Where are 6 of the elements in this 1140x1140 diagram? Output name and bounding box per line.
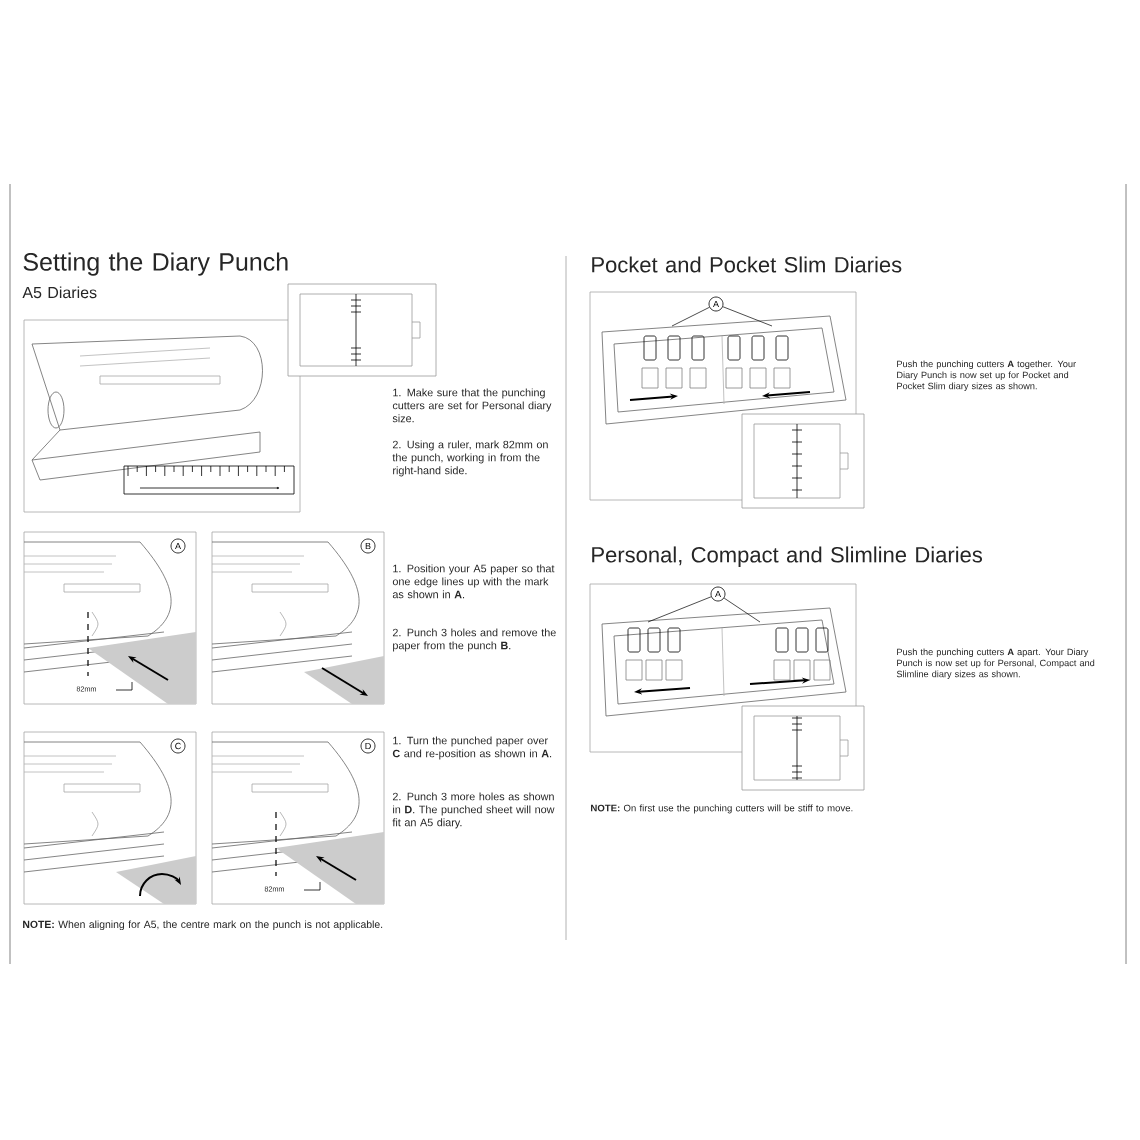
leader-line [647,596,712,623]
leader-line [723,597,761,623]
leader-line [671,306,710,327]
subheading: A5 Diaries [22,286,97,299]
section-heading: Setting the Diary Punch [23,252,288,276]
leader-line [722,306,773,327]
